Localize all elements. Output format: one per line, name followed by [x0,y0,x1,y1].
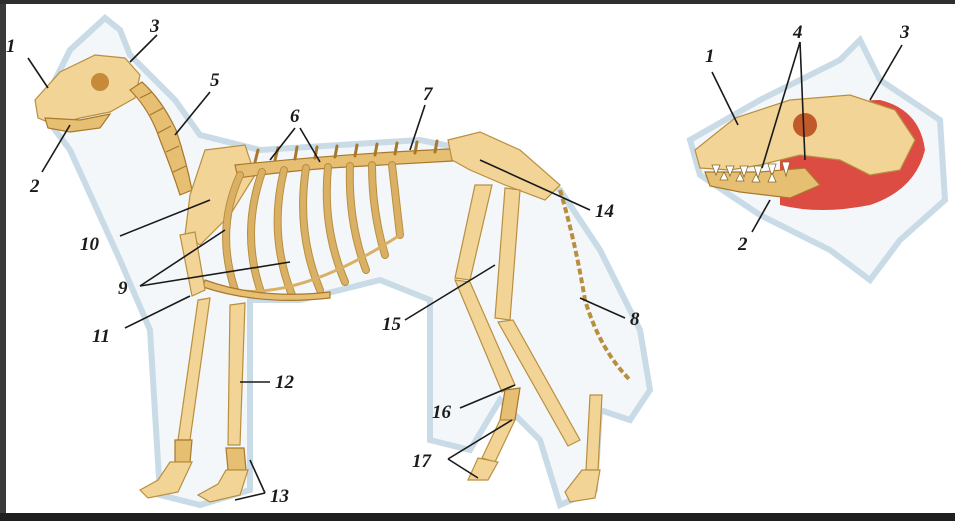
eye-orbit [91,73,109,91]
label-2-mandible: 2 [29,176,40,197]
skull-inset-orbit [793,113,817,137]
label-12-forearm: 12 [275,372,295,393]
label-1-skull: 1 [6,36,16,57]
carpus-front-right [226,448,246,470]
label-14-pelvis: 14 [595,201,614,222]
inset-label-4: 4 [792,22,803,43]
label-7-lumbar: 7 [423,84,434,105]
label-8-tail: 8 [630,309,640,330]
carpus-front-left [175,440,192,462]
frame-bottom-edge [0,513,955,521]
label-16-tibia: 16 [432,402,452,423]
inset-label-2: 2 [737,234,748,255]
paw-hind-left [468,458,498,480]
label-5-cervical: 5 [210,70,220,91]
label-17-hind-paw: 17 [412,451,433,472]
label-9-ribs: 9 [118,278,128,299]
label-13-front-paw: 13 [270,486,289,507]
label-11-humerus: 11 [92,326,110,347]
inset-label-3: 3 [899,22,910,43]
label-6-thoracic: 6 [290,106,300,127]
frame-left-edge [0,0,6,521]
label-15-femur: 15 [382,314,402,335]
label-3-cranium: 3 [149,16,160,37]
frame-top-edge [0,0,955,4]
label-10-scapula: 10 [80,234,100,255]
inset-label-1: 1 [705,46,715,67]
